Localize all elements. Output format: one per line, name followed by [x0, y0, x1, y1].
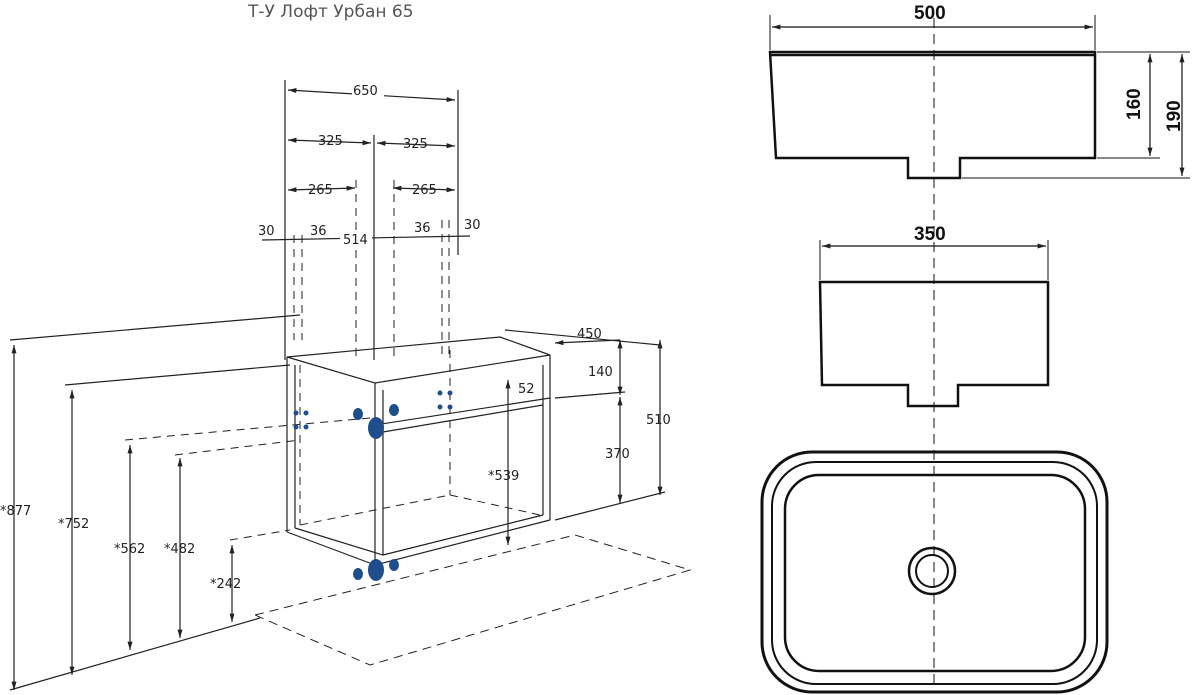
- sink-front-profile: [818, 280, 1050, 408]
- drain-hole-outer: [907, 546, 957, 596]
- label-width-650: 650: [353, 84, 378, 99]
- extension-line: [64, 364, 291, 386]
- dim-line-450: [554, 339, 621, 346]
- water-connection: [368, 417, 384, 439]
- hole-line: [174, 439, 301, 456]
- hole-line: [124, 417, 371, 441]
- cabinet-edge: [286, 531, 376, 566]
- mount-hole: [293, 410, 299, 416]
- dim-line-325-right: [376, 140, 456, 149]
- extension-line: [9, 314, 301, 341]
- fittings: [293, 390, 453, 581]
- cabinet-labels: 650 325 325 265 265 30 36 514 36 30 450 …: [0, 82, 671, 592]
- mount-hole: [437, 404, 443, 410]
- hidden-line: [449, 494, 541, 516]
- label-offset-left: 265: [308, 183, 333, 198]
- extension-line: [504, 329, 661, 346]
- cabinet-inner: [294, 527, 384, 556]
- mount-hole: [303, 410, 309, 416]
- diagram-title: Т-У Лофт Урбан 65: [248, 2, 414, 22]
- sink-rim-inner: [771, 461, 1098, 685]
- extension-line: [554, 391, 626, 399]
- label-hole-right: 36: [414, 221, 431, 236]
- pipe-outlet: [353, 408, 363, 420]
- label-center-span: 514: [343, 233, 368, 248]
- drawer-line: [382, 404, 544, 433]
- mount-hole: [437, 390, 443, 396]
- label-inner-height: *539: [488, 469, 519, 484]
- dim-line-265-right: [392, 185, 456, 193]
- mount-hole: [303, 424, 309, 430]
- cabinet-inner: [382, 514, 544, 556]
- label-drawer-inset: 52: [518, 382, 535, 397]
- label-height-877: *877: [0, 504, 31, 519]
- label-total-height: 510: [646, 413, 671, 428]
- label-offset-right: 265: [412, 183, 437, 198]
- mount-hole: [293, 424, 299, 430]
- sink-outer-rim: [760, 450, 1109, 694]
- label-half-left: 325: [318, 134, 343, 149]
- label-hole-left: 36: [310, 224, 327, 239]
- label-half-right: 325: [403, 137, 428, 152]
- label-drawer-top: 140: [588, 365, 613, 380]
- dim-line-265-left: [287, 185, 356, 193]
- label-edge-right: 30: [464, 218, 481, 233]
- extension-line: [9, 617, 261, 691]
- cabinet-edge: [374, 519, 551, 566]
- cabinet-drawing: [9, 80, 692, 691]
- cabinet-top: [286, 336, 551, 384]
- pipe-outlet: [389, 559, 399, 571]
- sink-labels: 500 160 190 350: [914, 3, 1185, 245]
- mount-hole: [447, 404, 453, 410]
- label-sink-width: 500: [914, 3, 946, 24]
- sink-side-profile: [768, 50, 1097, 180]
- label-sink-height-inner: 160: [1124, 88, 1145, 120]
- extension-line: [554, 491, 666, 521]
- hidden-line: [299, 494, 451, 526]
- mount-hole: [447, 390, 453, 396]
- label-sink-height-outer: 190: [1164, 100, 1185, 132]
- label-edge-left: 30: [258, 224, 275, 239]
- label-depth: 450: [577, 327, 602, 342]
- sink-drawing: [760, 15, 1190, 694]
- pipe-outlet: [389, 404, 399, 416]
- label-body-height: 370: [605, 447, 630, 462]
- pipe-outlet: [353, 568, 363, 580]
- label-height-482: *482: [164, 542, 195, 557]
- label-height-242: *242: [210, 577, 241, 592]
- label-height-562: *562: [114, 542, 145, 557]
- drain-connection: [368, 559, 384, 581]
- sink-bowl: [783, 473, 1087, 673]
- drawer-line: [374, 397, 551, 426]
- label-sink-bottom-width: 350: [914, 224, 946, 245]
- hole-line: [229, 529, 291, 541]
- drain-hole-inner: [915, 554, 949, 588]
- floor-outline: [253, 534, 692, 666]
- dim-line-325-left: [287, 137, 372, 146]
- label-height-752: *752: [58, 517, 89, 532]
